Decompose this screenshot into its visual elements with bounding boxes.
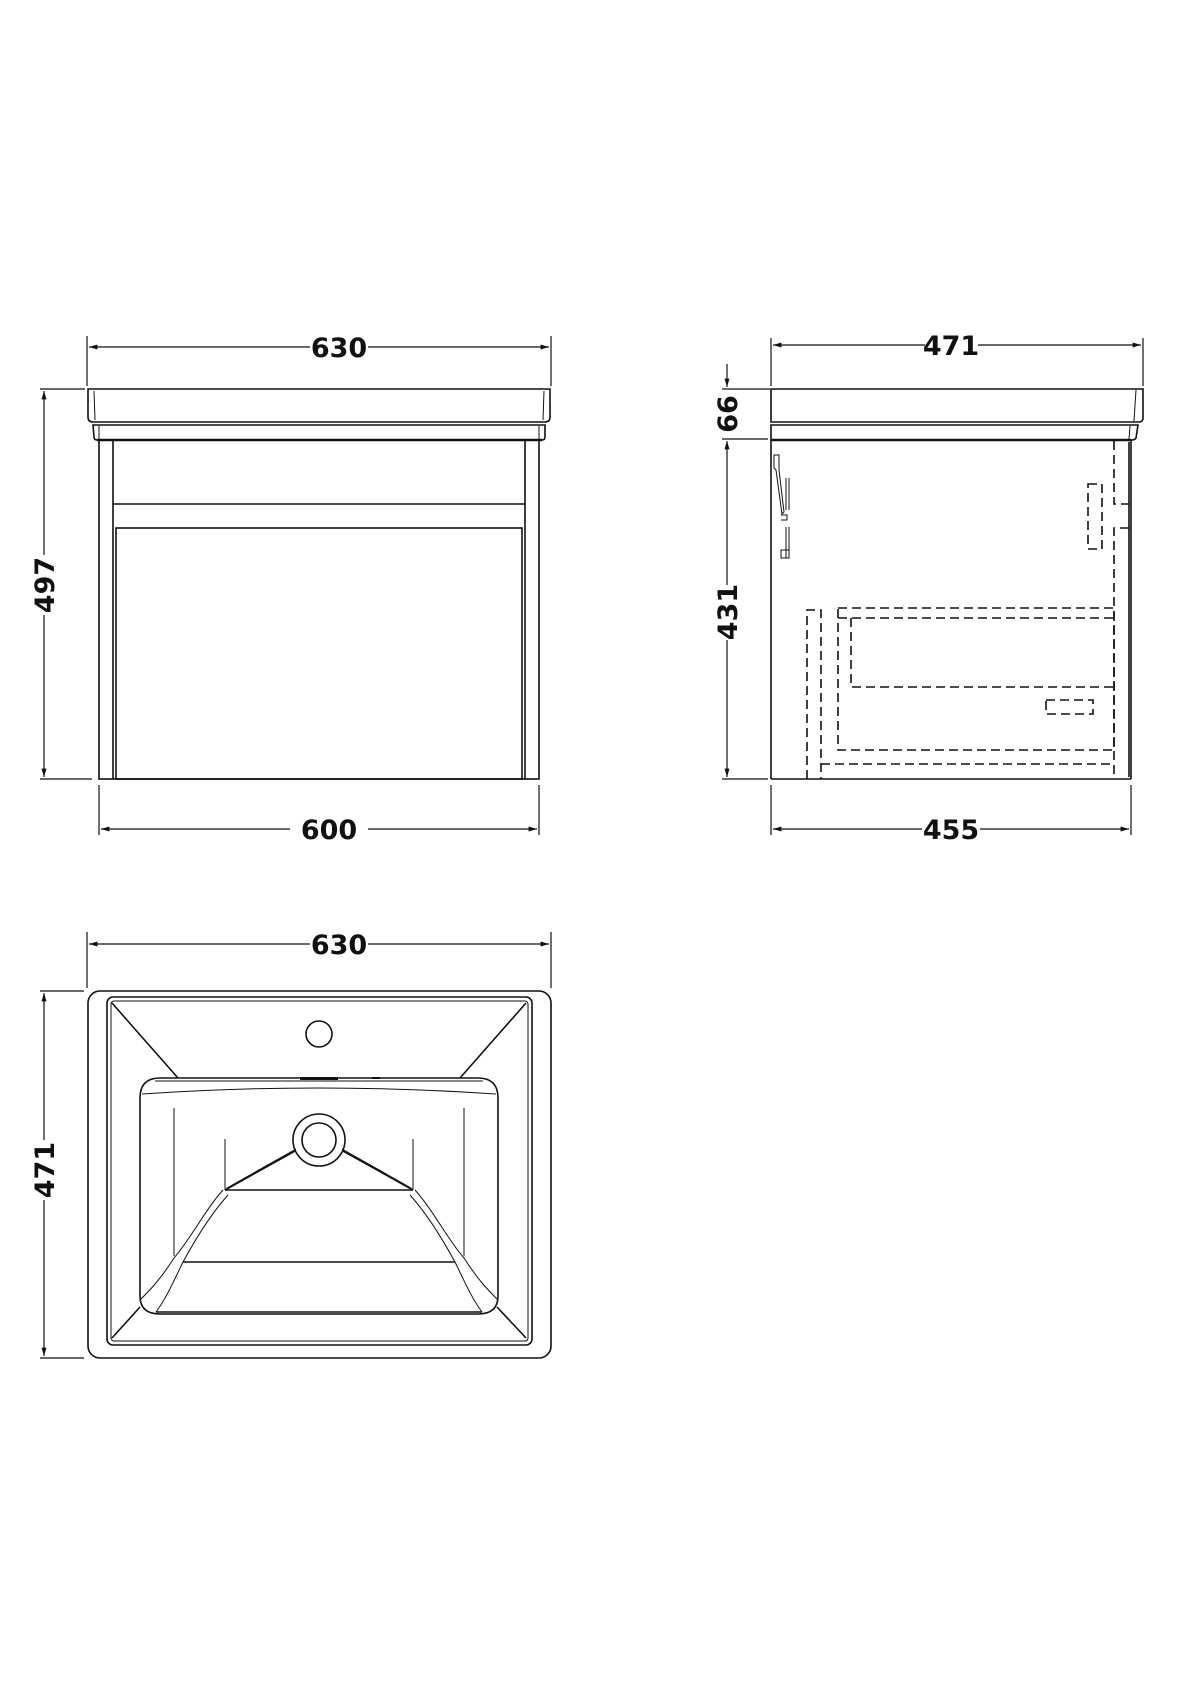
overflow-slot-icon bbox=[300, 1077, 338, 1080]
dim-side-basin-height: 66 bbox=[713, 364, 770, 464]
side-cabinet bbox=[770, 440, 1132, 780]
dim-top-basin-width: 630 bbox=[86, 930, 552, 988]
front-view: 630 497 bbox=[30, 333, 552, 846]
dim-side-cabinet-height: 431 bbox=[713, 464, 768, 780]
dim-front-cabinet-width: 600 bbox=[98, 785, 540, 846]
dim-label-front-497: 497 bbox=[30, 557, 61, 613]
dim-front-basin-width: 630 bbox=[86, 333, 552, 386]
dim-front-overall-height: 497 bbox=[30, 388, 92, 780]
top-view: 630 471 bbox=[30, 930, 552, 1359]
front-basin bbox=[87, 388, 551, 442]
hidden-drawer bbox=[806, 607, 1115, 779]
dim-label-front-630: 630 bbox=[311, 333, 367, 364]
dim-label-top-471: 471 bbox=[30, 1142, 61, 1198]
dim-label-side-471: 471 bbox=[923, 331, 979, 362]
basin-bowl bbox=[139, 1077, 499, 1315]
dim-side-cabinet-depth: 455 bbox=[770, 785, 1132, 846]
front-cabinet bbox=[98, 439, 540, 780]
dim-label-side-66: 66 bbox=[713, 395, 744, 433]
tap-hole-icon bbox=[305, 1020, 333, 1048]
basin-inner-rim bbox=[106, 996, 533, 1346]
dim-label-side-455: 455 bbox=[923, 815, 979, 846]
waste-outlet-icon bbox=[292, 1113, 346, 1167]
dim-label-top-630: 630 bbox=[311, 930, 367, 961]
dim-side-basin-depth: 471 bbox=[770, 331, 1144, 386]
side-basin bbox=[770, 388, 1144, 442]
hidden-drawer-handle bbox=[1045, 699, 1094, 715]
dim-label-side-431: 431 bbox=[713, 584, 744, 640]
wall-bracket-icon bbox=[773, 454, 790, 559]
side-view: 471 66 431 bbox=[713, 331, 1144, 846]
hidden-rear-panel bbox=[1087, 441, 1129, 779]
basin-outer-rim bbox=[87, 990, 552, 1359]
dim-top-basin-depth: 471 bbox=[30, 990, 84, 1359]
drawer-front bbox=[115, 527, 523, 780]
dim-label-front-600: 600 bbox=[301, 815, 357, 846]
